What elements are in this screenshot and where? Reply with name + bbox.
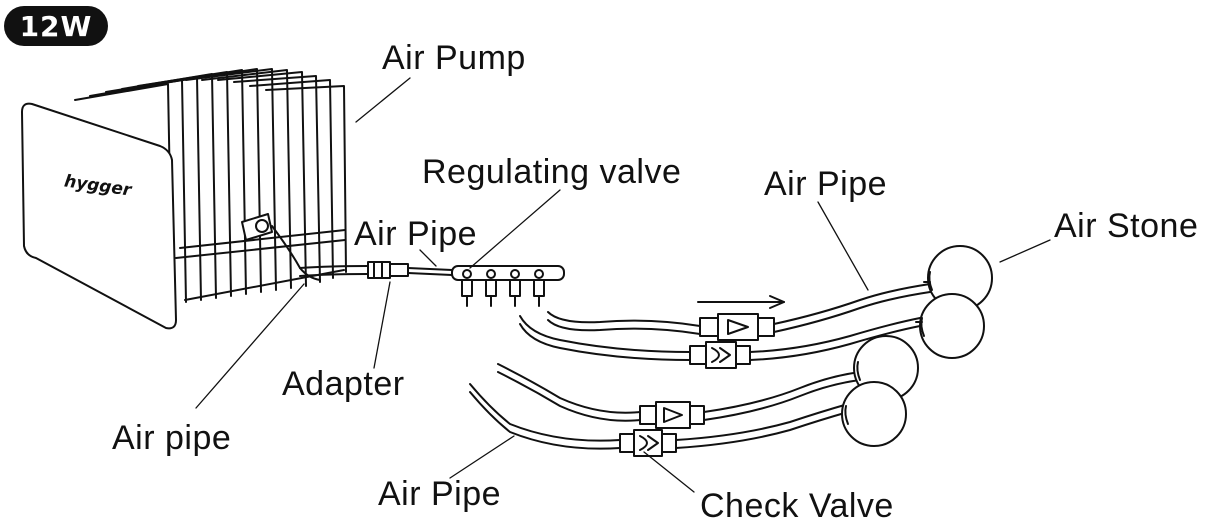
label-air-pipe-bottom: Air Pipe [378,475,502,513]
label-air-stone: Air Stone [1054,207,1199,245]
air-stone-icon [915,293,985,359]
check-valve-icon [689,341,751,369]
label-air-pipe-top: Air Pipe [764,165,888,203]
flow-arrow-icon [697,295,785,309]
pipe-line-1 [547,311,701,327]
regulating-valve-icon [451,265,565,307]
label-air-pipe-lower: Air pipe [112,419,232,457]
check-valve-icon [699,313,775,341]
label-check-valve: Check Valve [700,487,894,525]
leader-lines [195,77,1051,493]
label-air-pump: Air Pump [382,39,526,77]
label-adapter: Adapter [282,365,405,403]
label-air-pipe-mid: Air Pipe [354,215,478,253]
adapter-icon [367,261,453,279]
air-pipe-lower-tube [299,265,369,269]
power-badge: 12W [4,6,108,46]
air-stone-icon [841,381,907,447]
check-valve-icon [619,429,677,457]
pump-front-plate [21,102,177,330]
check-valve-icon [639,401,705,429]
air-pump-icon [21,68,347,330]
label-regulating-valve: Regulating valve [422,153,682,191]
